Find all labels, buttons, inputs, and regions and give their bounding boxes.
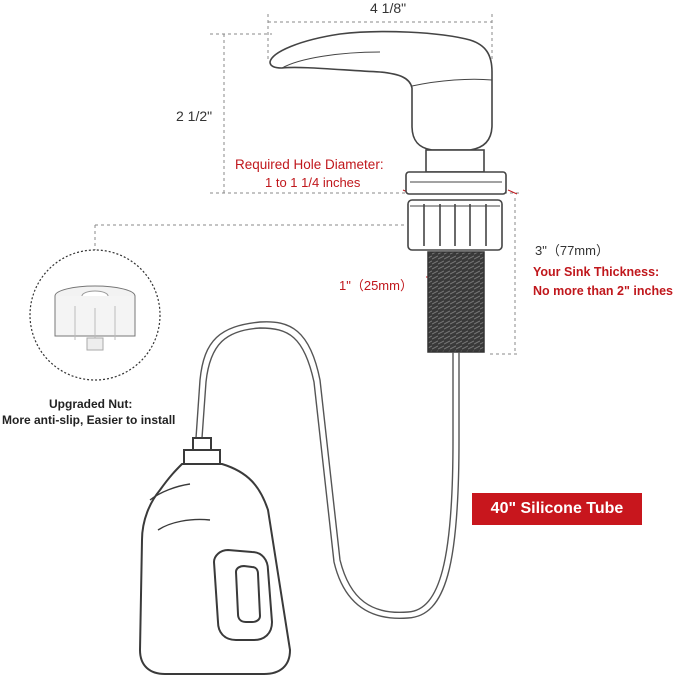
mounting-nut bbox=[407, 199, 503, 251]
silicone-tube-badge: 40" Silicone Tube bbox=[472, 493, 642, 525]
shank-length-label: 3"（77mm） bbox=[535, 243, 609, 258]
sink-thickness-title: Your Sink Thickness: bbox=[533, 265, 660, 279]
threaded-shank bbox=[427, 251, 485, 353]
pump-collar bbox=[405, 149, 507, 195]
nut-detail-circle bbox=[29, 249, 161, 381]
hole-diameter-title: Required Hole Diameter: bbox=[235, 157, 384, 172]
nut-title: Upgraded Nut: bbox=[49, 397, 133, 411]
refill-bottle bbox=[138, 437, 292, 675]
sink-thickness-value: No more than 2" inches bbox=[533, 284, 673, 298]
shank-diameter-label: 1"（25mm） bbox=[339, 278, 413, 293]
silicone-tube bbox=[195, 321, 460, 620]
nut-description: More anti-slip, Easier to install bbox=[2, 413, 176, 427]
hole-diameter-value: 1 to 1 1/4 inches bbox=[265, 175, 361, 190]
height-dimension-label: 2 1/2" bbox=[176, 108, 213, 124]
pump-head bbox=[269, 30, 493, 151]
width-dimension-label: 4 1/8" bbox=[370, 0, 407, 16]
